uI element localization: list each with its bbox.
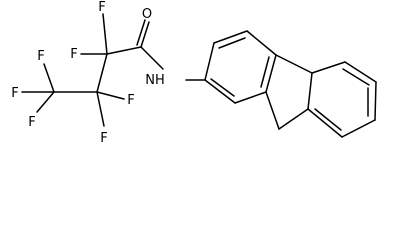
atom-labels: O NH F F F F F F F — [11, 0, 164, 146]
ring-c-double-3 — [314, 108, 342, 131]
atom-label-o: O — [142, 7, 152, 22]
atom-label-f-c2-left: F — [70, 47, 77, 62]
ring-a-double-3 — [210, 78, 235, 97]
ring-b-4 — [265, 91, 280, 130]
ring-c-2 — [344, 61, 377, 83]
atom-label-f-c3-bottom: F — [100, 131, 107, 146]
atom-label-f-c4-left: F — [11, 86, 18, 101]
ring-a-6 — [204, 79, 236, 104]
ring-b-3 — [278, 108, 309, 130]
ring-b-2 — [307, 72, 313, 110]
bond-c4-f-bottom — [36, 91, 55, 113]
ring-c-double-1 — [342, 68, 370, 86]
ring-c-3 — [374, 81, 377, 121]
ring-c-4 — [341, 119, 376, 138]
molecule-drawing: O NH F F F F F F F — [11, 0, 377, 146]
ring-c-1 — [311, 61, 346, 74]
structure-canvas: O NH F F F F F F F — [11, 0, 377, 146]
ring-a-2 — [213, 30, 248, 44]
bond-c3-f-right — [96, 91, 125, 100]
ring-a-1 — [204, 42, 215, 81]
atom-label-f-c4-top: F — [37, 49, 44, 64]
bond-c2-c3 — [96, 53, 108, 93]
ring-a-double-1 — [218, 37, 246, 49]
bond-c2-f-top — [102, 13, 108, 55]
ring-a-4 — [265, 54, 277, 93]
ring-a-3 — [246, 30, 277, 56]
bond-c4-f-top — [43, 63, 55, 93]
bond-c1-n — [140, 46, 164, 70]
bond-c1-o-b — [136, 19, 146, 46]
atom-label-nh: NH — [145, 73, 165, 88]
bond-c3-f-bottom — [96, 91, 105, 127]
ring-a-5 — [234, 91, 267, 104]
ring-a-double-2 — [260, 56, 270, 88]
atom-label-f-c2-top: F — [98, 0, 105, 15]
bonds — [21, 13, 377, 138]
ring-c-5 — [307, 108, 343, 138]
bond-c1-o-a — [140, 21, 150, 48]
bond-c1-c2 — [106, 46, 142, 55]
atom-label-f-c4-bottom: F — [28, 115, 35, 130]
atom-label-f-c3-right: F — [127, 93, 134, 108]
ring-b-1 — [275, 54, 313, 74]
